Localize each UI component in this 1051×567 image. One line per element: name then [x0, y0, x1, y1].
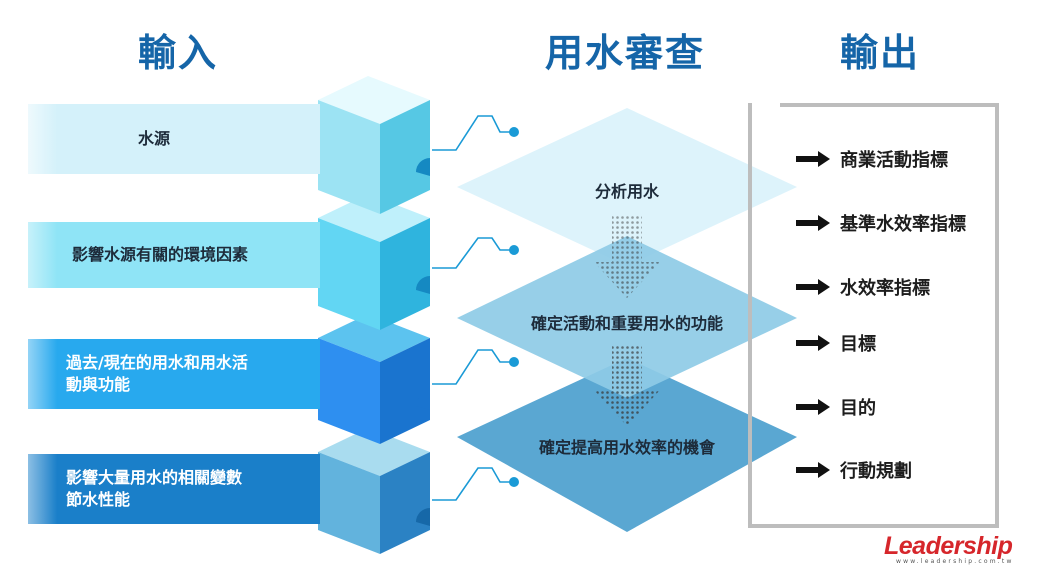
step-label-2: 確定活動和重要用水的功能 — [530, 314, 723, 333]
input-label-4: 影響大量用水的相關變數 節水性能 — [66, 468, 243, 509]
output-item-4: 目標 — [796, 328, 876, 358]
input-label-3: 過去/現在的用水和用水活 動與功能 — [66, 353, 248, 394]
output-column-title: 輸出 — [839, 31, 920, 75]
logo-wordmark: Leadership — [884, 532, 1013, 560]
step-label-3: 確定提高用水效率的機會 — [538, 438, 715, 457]
output-item-3: 水效率指標 — [796, 272, 930, 302]
output-item-label: 商業活動指標 — [840, 150, 948, 171]
output-item-label: 目標 — [840, 334, 876, 355]
diamond-step-3 — [457, 358, 797, 532]
input-column-title: 輸入 — [137, 31, 218, 75]
dotted-arrow-2 — [594, 345, 660, 426]
right-arrow-icon — [796, 399, 830, 415]
cube-connectors — [432, 115, 512, 501]
connector-dots — [509, 127, 519, 487]
output-item-1: 商業活動指標 — [796, 144, 948, 174]
diamond-step-2 — [457, 236, 797, 398]
input-label-1: 水源 — [137, 129, 170, 148]
input-band-1: 水源 — [28, 104, 320, 174]
output-panel — [748, 103, 999, 528]
output-item-2: 基準水效率指標 — [796, 208, 966, 238]
input-band-3: 過去/現在的用水和用水活 動與功能 — [28, 339, 320, 409]
input-band-4: 影響大量用水的相關變數 節水性能 — [28, 454, 320, 524]
step-label-1: 分析用水 — [594, 182, 659, 201]
output-item-label: 水效率指標 — [840, 278, 930, 299]
output-item-label: 目的 — [840, 398, 876, 419]
diamond-step-1 — [457, 108, 797, 266]
right-arrow-icon — [796, 335, 830, 351]
review-diamonds — [457, 108, 797, 532]
right-arrow-icon — [796, 151, 830, 167]
cube-stack — [318, 76, 430, 554]
right-arrow-icon — [796, 462, 830, 478]
output-item-label: 行動規劃 — [840, 461, 912, 482]
review-column-title: 用水審查 — [544, 31, 705, 75]
cube-knobs — [416, 158, 430, 526]
output-panel-gap-top — [752, 103, 780, 107]
input-band-2: 影響水源有關的環境因素 — [28, 222, 320, 288]
logo-url: www.leadership.com.tw — [896, 558, 1014, 565]
output-item-6: 行動規劃 — [796, 455, 912, 485]
leadership-logo: Leadership www.leadership.com.tw — [884, 532, 1034, 565]
output-item-label: 基準水效率指標 — [840, 214, 966, 235]
right-arrow-icon — [796, 215, 830, 231]
dotted-arrow-1 — [594, 216, 660, 298]
right-arrow-icon — [796, 279, 830, 295]
output-item-5: 目的 — [796, 392, 876, 422]
input-label-2: 影響水源有關的環境因素 — [72, 245, 249, 264]
